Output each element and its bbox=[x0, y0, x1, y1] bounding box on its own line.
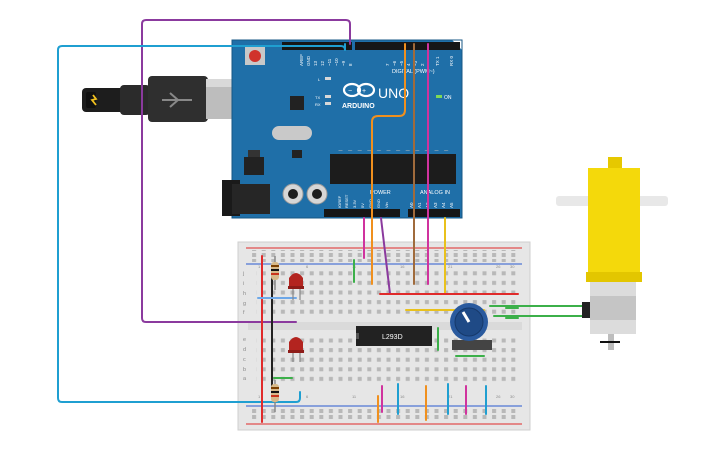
led-tx-icon bbox=[325, 95, 331, 98]
dc-motor-icon[interactable] bbox=[556, 157, 668, 350]
l293d-chip[interactable]: L293D bbox=[356, 326, 432, 346]
svg-text:7: 7 bbox=[385, 63, 390, 66]
svg-text:21: 21 bbox=[448, 394, 453, 399]
power-label: POWER bbox=[370, 190, 391, 196]
svg-text:1: 1 bbox=[258, 264, 261, 269]
svg-text:A5: A5 bbox=[449, 202, 454, 208]
svg-text:L: L bbox=[318, 77, 321, 82]
resistor-icon[interactable] bbox=[271, 256, 279, 290]
svg-text:Vin: Vin bbox=[384, 202, 389, 208]
crystal-oscillator bbox=[272, 126, 312, 140]
svg-text:i: i bbox=[243, 281, 244, 287]
svg-text:a: a bbox=[243, 376, 247, 382]
svg-text:d: d bbox=[243, 347, 246, 353]
column-numbers-bottom: 1 6 11 16 21 26 30 bbox=[258, 394, 515, 399]
analog-label: ANALOG IN bbox=[420, 190, 450, 196]
model-label: UNO bbox=[378, 85, 409, 101]
power-led-icon bbox=[436, 95, 442, 98]
svg-text:TX 1: TX 1 bbox=[435, 56, 440, 66]
svg-text:~10: ~10 bbox=[334, 58, 339, 66]
svg-text:IOREF: IOREF bbox=[337, 195, 342, 208]
svg-text:8: 8 bbox=[348, 63, 353, 66]
svg-text:b: b bbox=[243, 367, 246, 373]
row-letters: j i h g f e d c b a bbox=[242, 271, 247, 382]
svg-text:TX: TX bbox=[315, 95, 320, 100]
potentiometer-icon[interactable] bbox=[450, 303, 492, 350]
svg-text:16: 16 bbox=[400, 264, 405, 269]
svg-text:e: e bbox=[243, 337, 246, 343]
svg-text:26: 26 bbox=[496, 264, 501, 269]
svg-text:c: c bbox=[243, 357, 246, 363]
svg-text:RX: RX bbox=[315, 102, 321, 107]
svg-text:26: 26 bbox=[496, 394, 501, 399]
svg-text:j: j bbox=[242, 271, 244, 277]
svg-text:h: h bbox=[243, 291, 246, 297]
svg-text:3.3V: 3.3V bbox=[352, 199, 357, 208]
svg-text:A4: A4 bbox=[441, 202, 446, 208]
led-icon[interactable] bbox=[288, 337, 304, 362]
svg-text:30: 30 bbox=[510, 394, 515, 399]
arduino-logo: − + bbox=[342, 82, 376, 98]
svg-text:GND: GND bbox=[368, 199, 373, 208]
svg-text:~9: ~9 bbox=[341, 60, 346, 66]
svg-text:12: 12 bbox=[320, 60, 325, 66]
svg-text:13: 13 bbox=[313, 60, 318, 66]
arduino-uno-board[interactable]: AREF GND 13 12 ~11 ~10 ~9 8 7 ~6 ~5 4 ~3… bbox=[222, 39, 463, 219]
svg-text:4: 4 bbox=[406, 63, 411, 66]
reset-button-icon[interactable] bbox=[245, 47, 265, 65]
svg-text:RX 0: RX 0 bbox=[449, 55, 454, 66]
svg-text:f: f bbox=[243, 310, 245, 316]
svg-text:11: 11 bbox=[352, 394, 357, 399]
bottom-power-rails[interactable] bbox=[250, 408, 518, 420]
svg-text:30: 30 bbox=[510, 264, 515, 269]
svg-text:GND: GND bbox=[376, 199, 381, 208]
svg-text:A1: A1 bbox=[417, 202, 422, 208]
svg-text:~5: ~5 bbox=[399, 60, 404, 66]
brand-label: ARDUINO bbox=[342, 103, 375, 110]
resistor-icon[interactable] bbox=[271, 380, 279, 412]
svg-text:5V: 5V bbox=[360, 203, 365, 208]
svg-text:−: − bbox=[348, 88, 352, 95]
svg-text:AREF: AREF bbox=[299, 54, 304, 66]
led-rx-icon bbox=[325, 102, 331, 105]
svg-text:GND: GND bbox=[306, 55, 311, 66]
svg-text:g: g bbox=[243, 301, 246, 307]
svg-text:16: 16 bbox=[400, 394, 405, 399]
header-digital-right bbox=[355, 42, 460, 50]
chip-label: L293D bbox=[382, 334, 403, 341]
wire-purple-gnd[interactable] bbox=[141, 19, 351, 323]
wire-cyan-signal[interactable] bbox=[57, 43, 346, 403]
power-jack-icon[interactable] bbox=[222, 180, 270, 216]
svg-text:+: + bbox=[362, 88, 366, 95]
svg-text:RESET: RESET bbox=[344, 194, 349, 208]
power-pin-labels: IOREF RESET 3.3V 5V GND GND Vin bbox=[337, 194, 389, 208]
top-power-rails[interactable] bbox=[250, 250, 518, 262]
header-analog bbox=[408, 209, 460, 217]
wire-purple-5v[interactable] bbox=[380, 217, 391, 295]
terminal-strip-top[interactable] bbox=[256, 268, 544, 316]
atmega-pins bbox=[334, 150, 452, 154]
digital-pin-labels: AREF GND 13 12 ~11 ~10 ~9 8 7 ~6 ~5 4 ~3… bbox=[299, 54, 454, 66]
led-icon[interactable] bbox=[288, 273, 304, 300]
svg-text:2: 2 bbox=[420, 63, 425, 66]
usb-chip bbox=[290, 96, 304, 110]
atmega-chip bbox=[330, 154, 456, 184]
svg-text:~11: ~11 bbox=[327, 58, 332, 66]
voltage-regulator bbox=[244, 157, 264, 175]
on-label: ON bbox=[444, 95, 452, 101]
svg-text:6: 6 bbox=[306, 264, 309, 269]
svg-text:~3: ~3 bbox=[413, 60, 418, 66]
led-l-icon bbox=[325, 77, 331, 80]
svg-text:21: 21 bbox=[448, 264, 453, 269]
wire-orange-pin7[interactable] bbox=[371, 43, 406, 285]
svg-text:6: 6 bbox=[306, 394, 309, 399]
header-power bbox=[324, 209, 400, 217]
svg-text:A3: A3 bbox=[433, 202, 438, 208]
svg-text:~6: ~6 bbox=[392, 60, 397, 66]
svg-text:A0: A0 bbox=[409, 202, 414, 208]
svg-text:1: 1 bbox=[258, 394, 261, 399]
